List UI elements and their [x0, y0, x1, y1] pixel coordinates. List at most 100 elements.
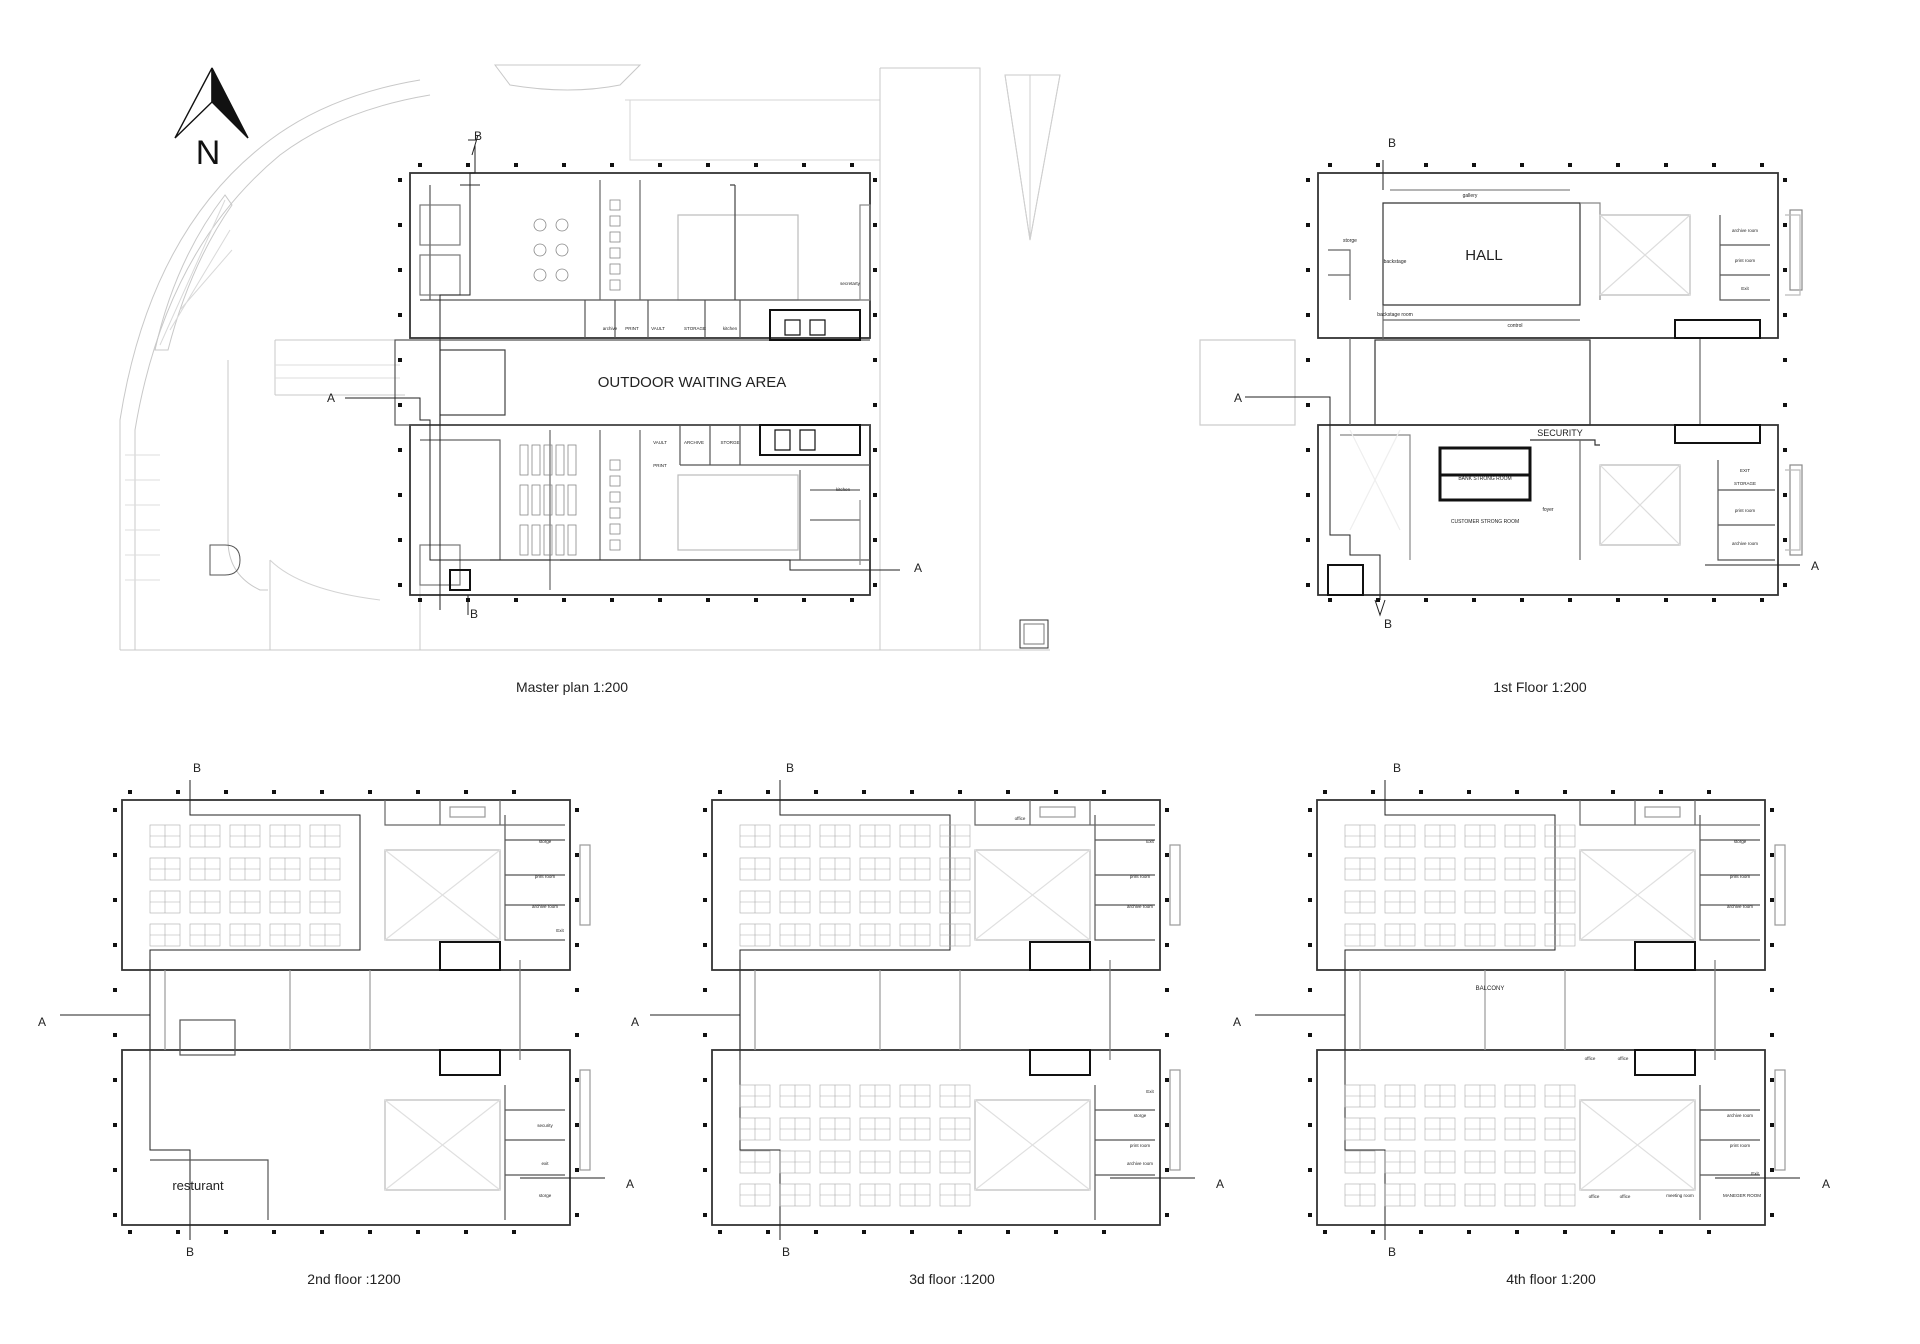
- security-label: SECURITY: [1537, 428, 1583, 438]
- column: [1515, 790, 1519, 794]
- column: [1424, 598, 1428, 602]
- column: [1467, 790, 1471, 794]
- f1-right-bottom-2: print room: [1735, 508, 1756, 513]
- f2-right-top-2: archive room: [532, 904, 558, 909]
- column: [1568, 598, 1572, 602]
- desk-2: [609, 231, 621, 243]
- column: [416, 1230, 420, 1234]
- column: [873, 538, 877, 542]
- section-letter-14: A: [631, 1015, 639, 1029]
- floor4-south-wing: [1316, 1049, 1766, 1226]
- column: [703, 1168, 707, 1172]
- column: [575, 943, 579, 947]
- first-floor-caption: 1st Floor 1:200: [1493, 679, 1587, 695]
- column: [1783, 313, 1787, 317]
- column: [1308, 988, 1312, 992]
- column: [802, 163, 806, 167]
- column: [398, 268, 402, 272]
- column: [873, 358, 877, 362]
- column: [1376, 598, 1380, 602]
- column: [1712, 163, 1716, 167]
- f2-right-top-0: storge: [539, 839, 552, 844]
- plan-labels: OUTDOOR WAITING AREA HALL SECURITY galle…: [172, 193, 1582, 1193]
- column: [1165, 1123, 1169, 1127]
- column: [1760, 163, 1764, 167]
- mp-top-room-4: kitchen: [723, 326, 738, 331]
- column: [1783, 268, 1787, 272]
- column: [1783, 178, 1787, 182]
- column: [1371, 1230, 1375, 1234]
- column: [1165, 1213, 1169, 1217]
- column: [1165, 808, 1169, 812]
- column: [113, 1213, 117, 1217]
- column: [766, 1230, 770, 1234]
- column: [1783, 448, 1787, 452]
- column: [1770, 1033, 1774, 1037]
- column: [1328, 163, 1332, 167]
- column: [873, 178, 877, 182]
- column: [113, 988, 117, 992]
- floor3-north-wing: [711, 799, 1161, 971]
- column: [1783, 583, 1787, 587]
- column: [910, 790, 914, 794]
- column: [1616, 598, 1620, 602]
- column: [1165, 988, 1169, 992]
- column: [418, 163, 422, 167]
- bench: [519, 524, 529, 556]
- column: [873, 583, 877, 587]
- floor4-north-wing: [1316, 799, 1766, 971]
- column: [862, 790, 866, 794]
- column: [562, 598, 566, 602]
- column: [1520, 598, 1524, 602]
- f2-right-bottom-2: storge: [539, 1193, 552, 1198]
- column: [873, 313, 877, 317]
- f4-bottom-room-2: meeting room: [1666, 1193, 1694, 1198]
- column: [398, 493, 402, 497]
- f4-right-bottom-1: print room: [1730, 1143, 1751, 1148]
- column: [1308, 898, 1312, 902]
- column: [1376, 163, 1380, 167]
- column: [754, 598, 758, 602]
- column: [1306, 493, 1310, 497]
- floor2-atrium-s: [384, 1099, 501, 1191]
- section-letter-15: A: [1216, 1177, 1224, 1191]
- column: [706, 163, 710, 167]
- column: [368, 790, 372, 794]
- column: [1664, 598, 1668, 602]
- section-letter-8: B: [193, 761, 201, 775]
- bench: [555, 524, 565, 556]
- section-letter-12: B: [786, 761, 794, 775]
- hall-label: HALL: [1465, 247, 1503, 264]
- column: [1328, 598, 1332, 602]
- column: [1308, 1033, 1312, 1037]
- column: [1165, 1078, 1169, 1082]
- f3-right-bottom-1: storge: [1134, 1113, 1147, 1118]
- column: [718, 790, 722, 794]
- column: [1102, 790, 1106, 794]
- column: [754, 163, 758, 167]
- backstage-room-label: backstage room: [1377, 312, 1413, 318]
- floor4-atrium-s: [1579, 1099, 1696, 1191]
- bench: [567, 444, 577, 476]
- column: [113, 853, 117, 857]
- floor2-south-wing: [121, 1049, 571, 1226]
- column: [1306, 178, 1310, 182]
- column: [514, 163, 518, 167]
- bank-strong-room-label: BANK STRONG ROOM: [1458, 476, 1511, 482]
- section-letter-4: B: [1388, 136, 1396, 150]
- section-letter-2: A: [327, 391, 335, 405]
- column: [418, 598, 422, 602]
- f4-office-mid-1: office: [1618, 1056, 1629, 1061]
- bench: [519, 484, 529, 516]
- f3-right-bottom-0: Exit: [1146, 1089, 1154, 1094]
- column: [398, 178, 402, 182]
- mp-bottom-room-2: STORGE: [721, 440, 740, 445]
- column: [1054, 1230, 1058, 1234]
- column: [850, 598, 854, 602]
- column: [802, 598, 806, 602]
- column: [1611, 790, 1615, 794]
- column: [1616, 163, 1620, 167]
- desk-b-5: [609, 539, 621, 551]
- mp-top-room-0: archive: [603, 326, 618, 331]
- column: [272, 1230, 276, 1234]
